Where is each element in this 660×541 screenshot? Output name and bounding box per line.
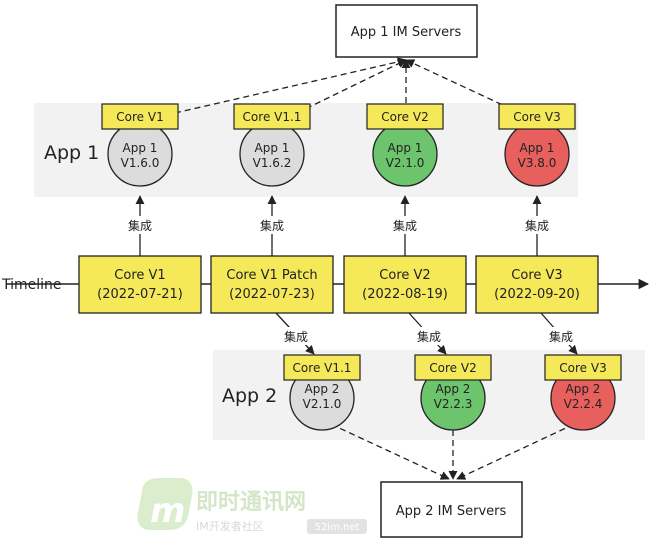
core-tag: Core V2 — [429, 361, 476, 375]
watermark-logo-icon — [137, 478, 193, 530]
core-box-date: (2022-07-21) — [97, 287, 183, 302]
app1-label: App 1 — [44, 142, 99, 164]
core-box-v2: Core V2 (2022-08-19) — [343, 255, 467, 314]
integrate-label-app2-v2: 集成 — [417, 329, 441, 344]
watermark-site: 52im.net — [315, 522, 360, 533]
app-version: V2.1.0 — [386, 156, 425, 170]
watermark-logo-letter: m — [150, 491, 185, 531]
watermark: m 即时通讯网 IM开发者社区 52im.net — [137, 478, 367, 534]
core-box-name: Core V1 Patch — [226, 268, 317, 283]
core-tag: Core V3 — [559, 361, 606, 375]
app1-version-v11: Core V1.1 App 1 V1.6.2 — [233, 103, 311, 187]
app2-server-label: App 2 IM Servers — [396, 504, 507, 519]
core-tag: Core V1 — [116, 110, 163, 124]
app-version: V2.2.3 — [434, 397, 473, 411]
integrate-label-app1-v1: 集成 — [128, 218, 152, 233]
core-box-v1: Core V1 (2022-07-21) — [78, 255, 202, 314]
core-box-name: Core V2 — [379, 268, 430, 283]
app-version: V1.6.2 — [253, 156, 292, 170]
core-tag: Core V1.1 — [243, 110, 302, 124]
core-tag: Core V1.1 — [293, 361, 352, 375]
integrate-label-bg — [412, 327, 446, 345]
app-name: App 1 — [255, 141, 290, 155]
app1-server-box — [335, 4, 478, 58]
app1-version-v1: Core V1 App 1 V1.6.0 — [101, 103, 179, 187]
core-box-date: (2022-09-20) — [494, 287, 580, 302]
core-box-date: (2022-07-23) — [229, 287, 315, 302]
integrate-label-bg — [388, 216, 422, 234]
integrate-label-app1-v2: 集成 — [393, 218, 417, 233]
integrate-label-bg — [279, 327, 313, 345]
core-box-name: Core V3 — [511, 268, 562, 283]
app-version: V2.2.4 — [564, 397, 603, 411]
app-name: App 2 — [436, 382, 471, 396]
integrate-label-bg — [544, 327, 578, 345]
app2-server-box — [380, 481, 523, 538]
core-box-date: (2022-08-19) — [362, 287, 448, 302]
app-name: App 1 — [388, 141, 423, 155]
core-box-v3: Core V3 (2022-09-20) — [475, 255, 599, 314]
app2-version-v11: Core V1.1 App 2 V2.1.0 — [283, 354, 361, 431]
dashed-arrow-app1-v11 — [296, 59, 407, 114]
app1-server-label: App 1 IM Servers — [351, 25, 462, 40]
app2-version-v2: Core V2 App 2 V2.2.3 — [414, 354, 492, 431]
integrate-label-bg — [520, 216, 554, 234]
app-name: App 2 — [566, 382, 601, 396]
app-version: V2.1.0 — [303, 397, 342, 411]
integrate-label-app2-v3: 集成 — [549, 329, 573, 344]
app1-version-v3: Core V3 App 1 V3.8.0 — [498, 103, 576, 187]
app-name: App 1 — [123, 141, 158, 155]
core-box-name: Core V1 — [114, 268, 165, 283]
app1-version-v2: Core V2 App 1 V2.1.0 — [366, 103, 444, 187]
integrate-label-app1-v3: 集成 — [525, 218, 549, 233]
watermark-title: 即时通讯网 — [196, 490, 306, 515]
dashed-arrow-app2-v3 — [456, 419, 584, 480]
core-tag: Core V3 — [513, 110, 560, 124]
integrate-label-app1-v11: 集成 — [260, 218, 284, 233]
watermark-subtitle: IM开发者社区 — [196, 519, 264, 533]
integrate-label-app2-v11: 集成 — [284, 329, 308, 344]
watermark-site-bg — [307, 519, 367, 534]
app-version: V3.8.0 — [518, 156, 557, 170]
dashed-arrow-app2-v11 — [321, 419, 450, 480]
integrate-label-bg — [123, 216, 157, 234]
core-box-v1-patch: Core V1 Patch (2022-07-23) — [210, 255, 334, 314]
app-name: App 1 — [520, 141, 555, 155]
app2-version-v3: Core V3 App 2 V2.2.4 — [544, 354, 622, 431]
core-tag: Core V2 — [381, 110, 428, 124]
app-name: App 2 — [305, 382, 340, 396]
integrate-label-bg — [255, 216, 289, 234]
timeline-label: Timeline — [1, 277, 62, 293]
app-version: V1.6.0 — [121, 156, 160, 170]
app2-label: App 2 — [222, 385, 277, 407]
